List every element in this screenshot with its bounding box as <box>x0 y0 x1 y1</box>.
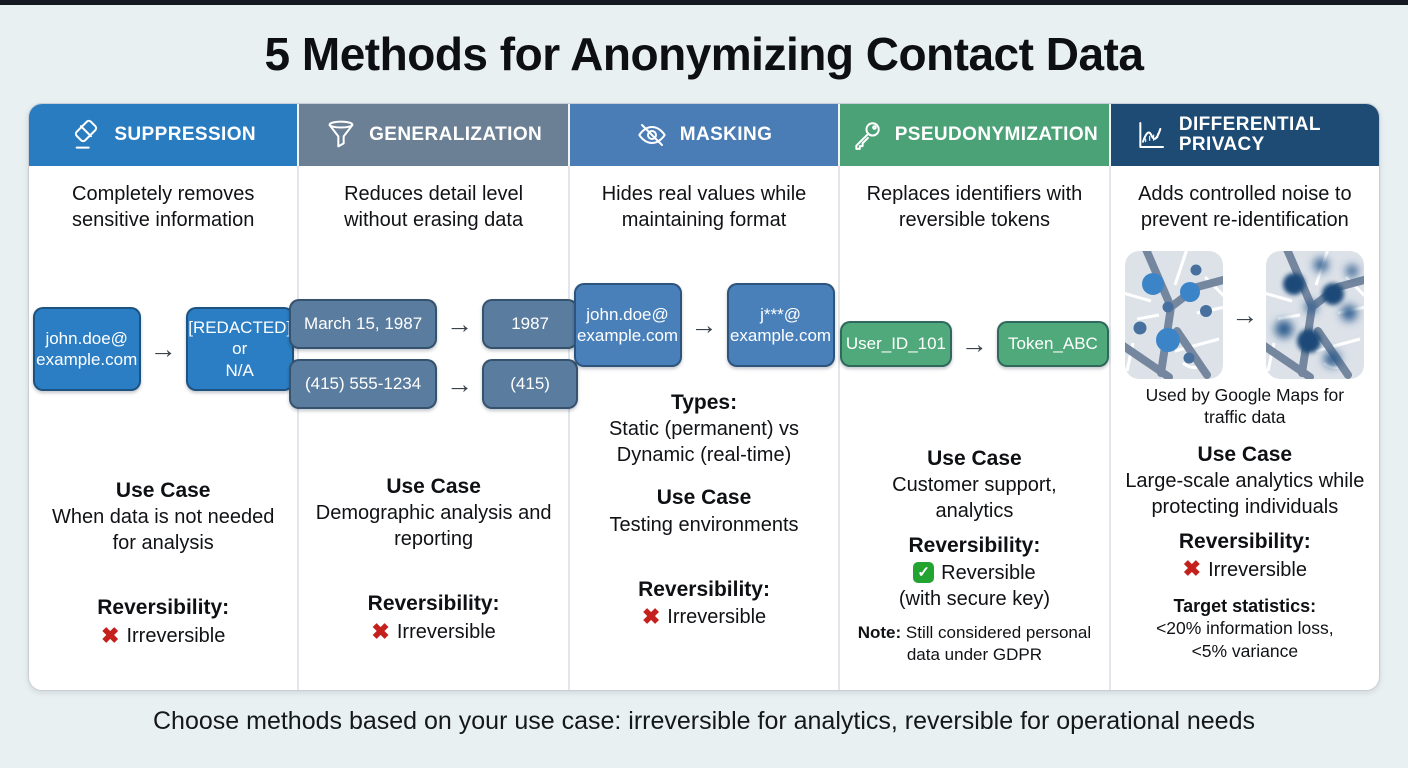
noise-chart-icon <box>1135 119 1167 151</box>
use-case-block: Use Case Demographic analysis and report… <box>311 473 555 552</box>
types-text: Static (permanent) vs Dynamic (real-time… <box>608 418 800 467</box>
example-transformation: john.doe@ example.com → [REDACTED] or N/… <box>32 307 294 391</box>
column-title: SUPPRESSION <box>114 124 257 146</box>
map-comparison: → <box>1125 251 1365 379</box>
reversibility-block: Reversibility: ✖ Irreversible <box>638 576 770 632</box>
green-check-icon: ✓ <box>913 562 935 584</box>
example-transformation: User_ID_101 → Token_ABC <box>839 321 1109 367</box>
page-title: 5 Methods for Anonymizing Contact Data <box>264 28 1144 80</box>
arrow-icon: → <box>446 368 474 399</box>
use-case-text: When data is not needed for analysis <box>52 506 275 555</box>
column-description: Reduces detail level without erasing dat… <box>344 183 524 231</box>
example-after-box: 1987 <box>482 299 579 349</box>
use-case-block: Use Case Customer support, analytics <box>892 445 1057 524</box>
column-description: Adds controlled noise to prevent re-iden… <box>1138 183 1352 231</box>
types-label: Types: <box>670 391 738 414</box>
use-case-block: Use Case Large-scale analytics while pro… <box>1123 441 1367 520</box>
red-x-icon: ✖ <box>1182 556 1202 582</box>
arrow-icon: → <box>446 308 474 339</box>
use-case-text: Demographic analysis and reporting <box>315 502 552 551</box>
column-header-suppression: SUPPRESSION <box>29 104 300 166</box>
use-case-block: Use Case When data is not needed for ana… <box>41 477 285 556</box>
footer-advice: Choose methods based on your use case: i… <box>153 707 1255 735</box>
use-case-block: Use Case Testing environments <box>610 484 799 537</box>
column-differential-privacy: DIFFERENTIAL PRIVACY Adds controlled noi… <box>1110 104 1379 690</box>
reversibility-label: Reversibility: <box>908 534 1041 558</box>
eraser-icon <box>70 119 102 151</box>
reversibility-detail: (with secure key) <box>898 587 1050 610</box>
funnel-icon <box>325 119 357 151</box>
gdpr-note: Note: Still considered personal data und… <box>852 622 1096 666</box>
map-after-noised-image <box>1266 251 1365 379</box>
target-statistics-block: Target statistics: <20% information loss… <box>1156 596 1334 663</box>
note-label: Note: <box>857 622 902 642</box>
key-icon <box>851 119 883 151</box>
reversibility-label: Reversibility: <box>1178 530 1311 554</box>
column-masking: MASKING Hides real values while maintain… <box>569 104 841 690</box>
example-after-box: Token_ABC <box>996 321 1109 367</box>
column-header-pseudonymization: PSEUDONYMIZATION <box>840 104 1111 166</box>
example-before-box: User_ID_101 <box>839 321 952 367</box>
use-case-text: Large-scale analytics while protecting i… <box>1125 470 1365 519</box>
example-before-box: March 15, 1987 <box>289 299 438 349</box>
column-header-masking: MASKING <box>569 104 841 166</box>
arrow-icon: → <box>149 333 177 364</box>
example-after-box: (415) <box>482 359 579 409</box>
example-after-box: [REDACTED] or N/A <box>185 307 294 391</box>
example-transformation: john.doe@ example.com → j***@ example.co… <box>573 283 835 367</box>
reversibility-label: Reversibility: <box>367 592 500 616</box>
column-description: Replaces identifiers with reversible tok… <box>866 183 1083 231</box>
example-before-box: (415) 555-1234 <box>289 359 438 409</box>
reversibility-label: Reversibility: <box>97 596 230 620</box>
arrow-icon: → <box>690 309 718 340</box>
column-title: MASKING <box>679 124 773 146</box>
column-title: GENERALIZATION <box>369 124 543 146</box>
use-case-label: Use Case <box>115 479 211 502</box>
column-description: Hides real values while maintaining form… <box>601 183 807 231</box>
arrow-icon: → <box>960 328 988 359</box>
reversibility-value: Irreversible <box>126 624 226 647</box>
example-after-box: j***@ example.com <box>726 283 835 367</box>
example-before-box: john.doe@ example.com <box>32 307 141 391</box>
column-title: PSEUDONYMIZATION <box>894 124 1099 146</box>
red-x-icon: ✖ <box>101 622 120 648</box>
reversibility-value: Irreversible <box>396 620 496 643</box>
reversibility-label: Reversibility: <box>638 577 770 601</box>
reversibility-block: Reversibility: ✖ Irreversible <box>97 594 229 650</box>
eye-off-icon <box>636 119 668 151</box>
column-header-differential-privacy: DIFFERENTIAL PRIVACY <box>1110 104 1379 166</box>
use-case-label: Use Case <box>386 475 481 498</box>
example-transformation: March 15, 1987 → 1987 <box>289 299 579 349</box>
reversibility-value: Irreversible <box>667 606 767 629</box>
use-case-text: Customer support, analytics <box>892 474 1057 523</box>
map-caption: Used by Google Maps for traffic data <box>1145 385 1345 427</box>
use-case-label: Use Case <box>927 447 1022 470</box>
map-before-image <box>1125 251 1224 379</box>
note-text: Still considered personal data under GDP… <box>901 622 1092 664</box>
reversibility-block: Reversibility: ✖ Irreversible <box>1179 528 1311 584</box>
types-block: Types: Static (permanent) vs Dynamic (re… <box>609 389 799 468</box>
column-description: Completely removes sensitive information <box>72 183 255 231</box>
reversibility-block: Reversibility: ✖ Irreversible <box>368 590 500 646</box>
use-case-text: Testing environments <box>609 513 799 536</box>
example-before-box: john.doe@ example.com <box>573 283 682 367</box>
use-case-label: Use Case <box>1197 442 1293 466</box>
target-statistics-text: <20% information loss, <5% variance <box>1156 617 1334 661</box>
methods-table: SUPPRESSION Completely removes sensitive… <box>28 103 1380 691</box>
column-suppression: SUPPRESSION Completely removes sensitive… <box>29 104 300 690</box>
top-window-edge <box>0 0 1408 5</box>
arrow-icon: → <box>1231 299 1259 330</box>
red-x-icon: ✖ <box>641 603 661 629</box>
column-header-generalization: GENERALIZATION <box>299 104 570 166</box>
reversibility-value: Reversible <box>941 561 1036 584</box>
red-x-icon: ✖ <box>371 618 390 644</box>
column-generalization: GENERALIZATION Reduces detail level with… <box>289 104 579 690</box>
use-case-label: Use Case <box>656 486 752 510</box>
column-title: DIFFERENTIAL PRIVACY <box>1178 114 1321 155</box>
reversibility-block: Reversibility: ✓ Reversible (with secure… <box>899 532 1050 611</box>
reversibility-value: Irreversible <box>1208 558 1307 581</box>
example-transformation: (415) 555-1234 → (415) <box>289 359 579 409</box>
column-pseudonymization: PSEUDONYMIZATION Replaces identifiers wi… <box>839 104 1111 690</box>
target-statistics-label: Target statistics: <box>1173 595 1317 616</box>
